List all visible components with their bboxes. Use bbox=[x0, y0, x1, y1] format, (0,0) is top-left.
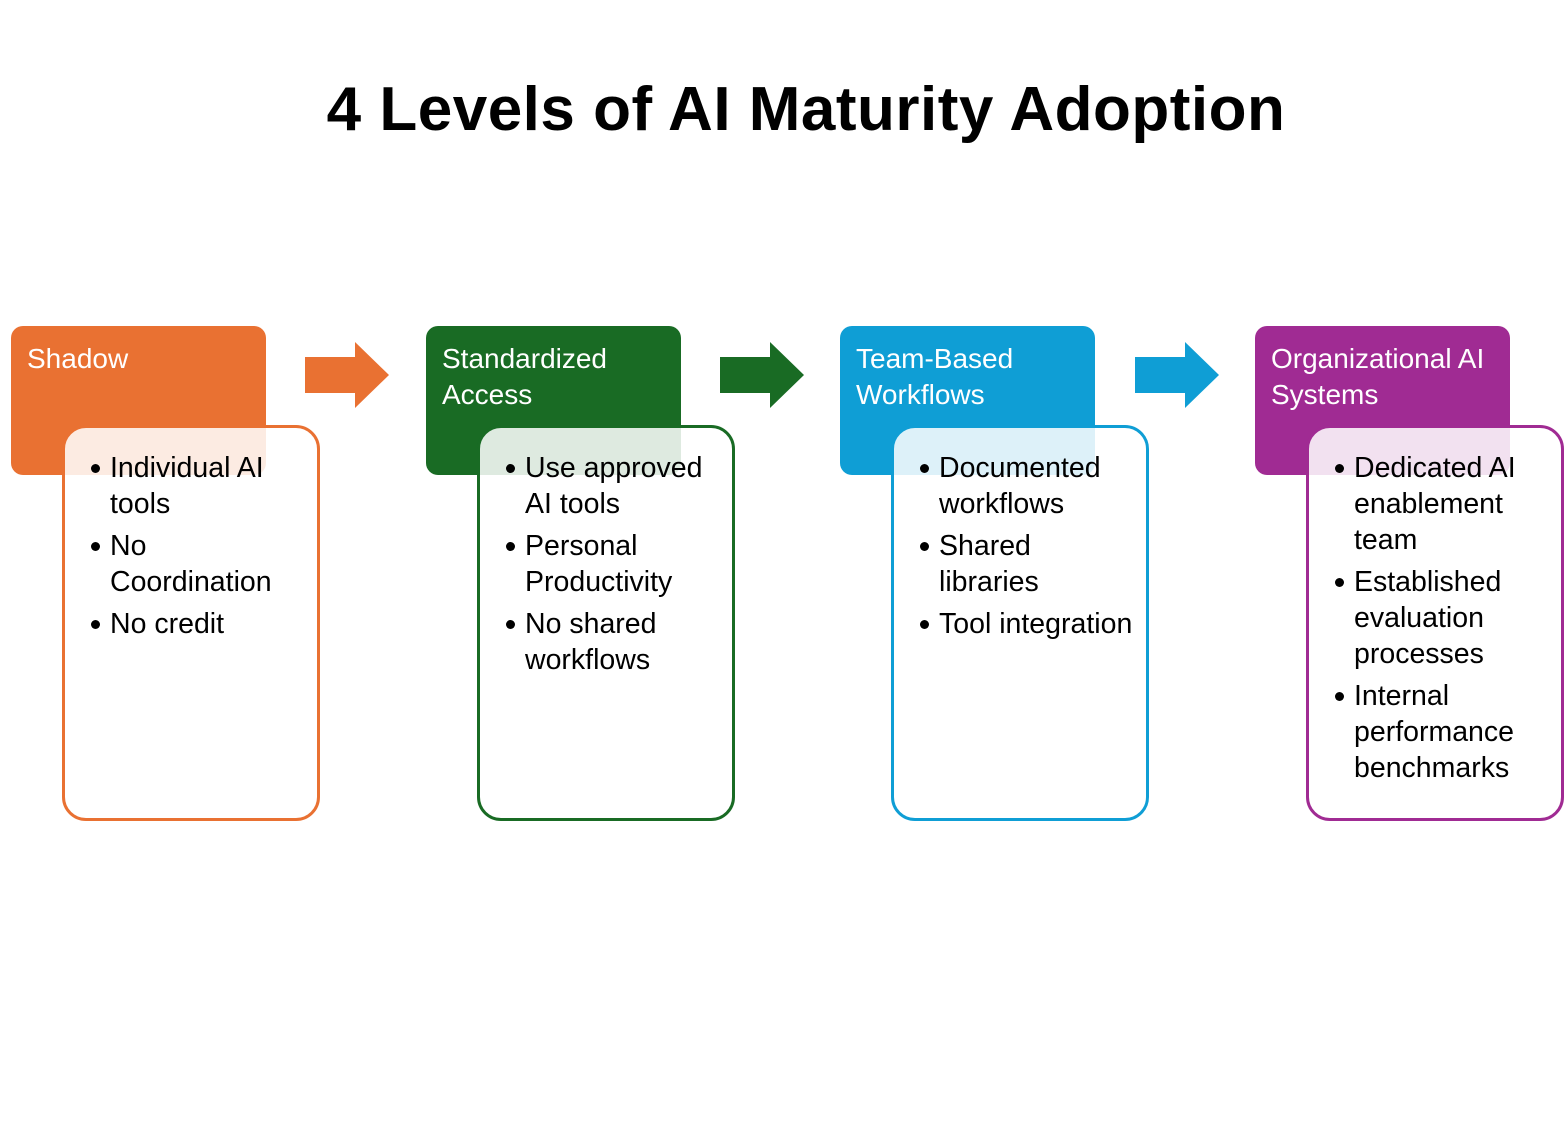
bullet-item: No credit bbox=[91, 606, 307, 642]
stage-card: Documented workflows Shared libraries To… bbox=[891, 425, 1149, 821]
bullet-item: Shared libraries bbox=[920, 528, 1136, 600]
bullet-item: Documented workflows bbox=[920, 450, 1136, 522]
arrow-shape bbox=[305, 342, 389, 408]
stage-card: Dedicated AI enablement team Established… bbox=[1306, 425, 1564, 821]
stage-standardized-access: Standardized Access Use approved AI tool… bbox=[426, 326, 746, 826]
bullet-item: Internal performance benchmarks bbox=[1335, 678, 1551, 786]
bullet-item: Use approved AI tools bbox=[506, 450, 722, 522]
bullet-item: Personal Productivity bbox=[506, 528, 722, 600]
stage-organizational-ai-systems: Organizational AI Systems Dedicated AI e… bbox=[1255, 326, 1567, 826]
bullet-item: Dedicated AI enablement team bbox=[1335, 450, 1551, 558]
stage-card: Individual AI tools No Coordination No c… bbox=[62, 425, 320, 821]
right-arrow-icon bbox=[1135, 342, 1219, 408]
bullet-list: Dedicated AI enablement team Established… bbox=[1309, 428, 1561, 786]
arrow-shape bbox=[720, 342, 804, 408]
bullet-list: Use approved AI tools Personal Productiv… bbox=[480, 428, 732, 678]
bullet-item: Tool integration bbox=[920, 606, 1136, 642]
bullet-item: Established evaluation processes bbox=[1335, 564, 1551, 672]
bullet-item: Individual AI tools bbox=[91, 450, 307, 522]
bullet-list: Individual AI tools No Coordination No c… bbox=[65, 428, 317, 642]
stage-team-based-workflows: Team-Based Workflows Documented workflow… bbox=[840, 326, 1160, 826]
bullet-item: No Coordination bbox=[91, 528, 307, 600]
arrow-shape bbox=[1135, 342, 1219, 408]
stage-shadow: Shadow Individual AI tools No Coordinati… bbox=[11, 326, 331, 826]
bullet-list: Documented workflows Shared libraries To… bbox=[894, 428, 1146, 642]
right-arrow-icon bbox=[305, 342, 389, 408]
bullet-item: No shared workflows bbox=[506, 606, 722, 678]
stage-card: Use approved AI tools Personal Productiv… bbox=[477, 425, 735, 821]
diagram-title: 4 Levels of AI Maturity Adoption bbox=[326, 75, 1286, 144]
right-arrow-icon bbox=[720, 342, 804, 408]
